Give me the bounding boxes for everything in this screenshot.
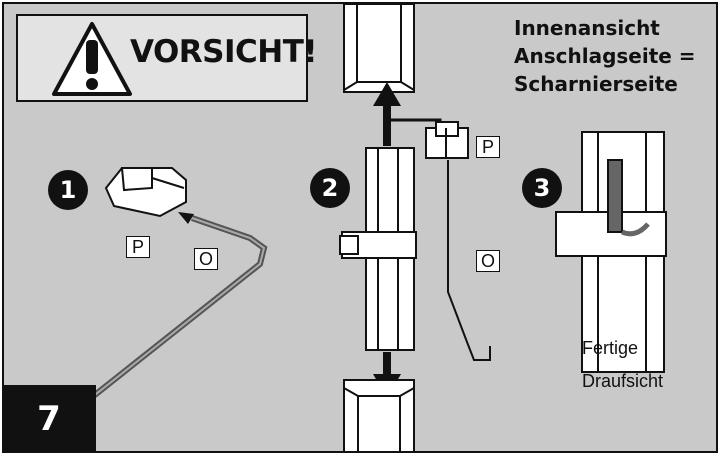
page-number: 7 — [2, 385, 96, 453]
top-profile-rail — [343, 3, 415, 93]
caption-line-1: Fertige — [582, 338, 639, 358]
step-number-2: 2 — [310, 168, 350, 208]
warning-text: VORSICHT! — [130, 34, 318, 70]
clip-part-p-step1 — [104, 167, 187, 218]
caption-line-2: Draufsicht — [582, 371, 664, 391]
hinge-assembly — [339, 147, 417, 351]
label-p-step2: P — [476, 136, 500, 158]
title-line-1: Innenansicht — [514, 16, 660, 40]
wire-part-o-center — [447, 160, 491, 361]
clip-part-p-top — [425, 121, 469, 159]
title-line-3: Scharnierseite — [514, 72, 678, 96]
step-number-3: 3 — [522, 168, 562, 208]
warning-triangle-icon — [52, 22, 132, 96]
label-o-step2: O — [476, 250, 500, 272]
arrow-small-icon — [178, 212, 194, 224]
step-number-1: 1 — [48, 170, 88, 210]
label-p-step1: P — [126, 236, 150, 258]
title-line-2: Anschlagseite = — [514, 44, 696, 68]
bottom-profile-rail — [343, 379, 415, 453]
wire-part-o-step1 — [84, 215, 268, 405]
closeup-caption: Fertige Draufsicht — [582, 332, 663, 398]
label-o-step1: O — [194, 248, 218, 270]
warning-box: VORSICHT! — [16, 14, 318, 102]
hinge-closeup — [555, 131, 667, 373]
view-title: Innenansicht Anschlagseite = Scharnierse… — [514, 14, 696, 98]
